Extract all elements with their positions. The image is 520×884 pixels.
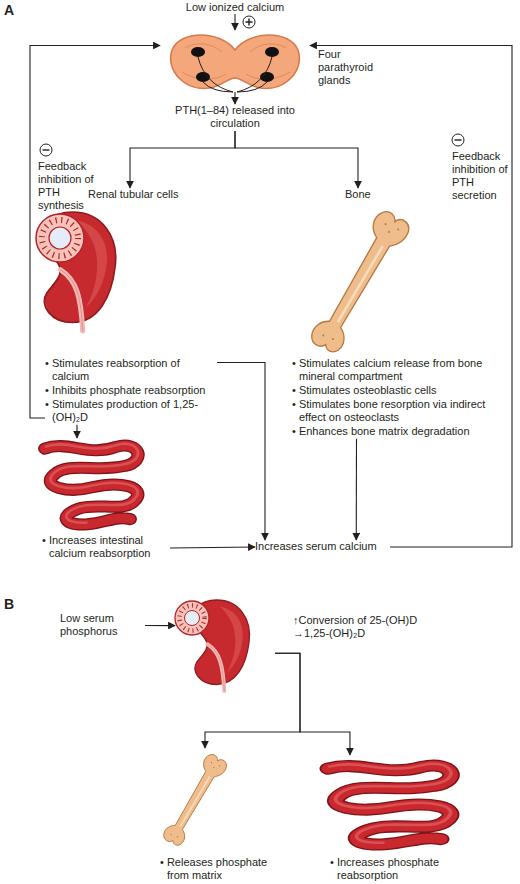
effect-bullet: • Stimulates bone resorption via indirec… bbox=[292, 398, 507, 424]
kidney-node: Renal tubular cells bbox=[20, 188, 210, 348]
flow-arrow bbox=[76, 425, 77, 438]
flow-arrow bbox=[310, 46, 512, 548]
inhibition-symbol bbox=[40, 144, 52, 156]
node-text: PTH(1–84) released into circulation bbox=[165, 104, 305, 130]
plus-sign bbox=[246, 19, 253, 26]
parathyroid-node: Four parathyroid glands bbox=[160, 30, 310, 92]
tubule-cross-section bbox=[175, 601, 209, 635]
bone-illustration bbox=[306, 208, 413, 357]
tubule-cells bbox=[42, 220, 78, 256]
intestine-illustration bbox=[328, 764, 451, 845]
flow-arrow bbox=[235, 131, 358, 188]
flow-arrow bbox=[275, 653, 350, 755]
node-text: Four parathyroid glands bbox=[318, 48, 380, 87]
feedback-label: Feedback inhibition of PTH synthesis bbox=[38, 160, 94, 212]
effect-bullet: • Stimulates calcium release from bone m… bbox=[292, 357, 507, 383]
minus-sign bbox=[43, 149, 50, 150]
bone-node: Bone bbox=[315, 188, 415, 353]
trigger-label: Low serum phosphorus bbox=[60, 612, 145, 639]
bone-node: • Releases phosphate from matrix bbox=[150, 748, 240, 852]
parathyroid-gland bbox=[191, 47, 205, 57]
intestine-node: • Increases intestinal calcium reabsorpt… bbox=[35, 438, 170, 563]
flow-arrow bbox=[205, 653, 300, 748]
tubule-cells bbox=[180, 606, 205, 631]
bone-effects: • Stimulates calcium release from bone m… bbox=[292, 357, 507, 439]
hormone-label: PTH(1–84) released into circulation bbox=[165, 104, 305, 131]
node-text: • Increases phosphate reabsorption bbox=[330, 856, 462, 882]
feedback-label: Feedback inhibition of PTH secretion bbox=[452, 150, 508, 202]
minus-sign bbox=[455, 139, 462, 140]
flow-arrow bbox=[130, 131, 235, 188]
flow-arrow bbox=[234, 14, 235, 30]
intestine-node: • Increases phosphate reabsorption bbox=[315, 755, 465, 851]
intestine-illustration bbox=[45, 444, 138, 525]
flow-arrow bbox=[217, 362, 265, 540]
node-text: Increases serum calcium bbox=[255, 540, 390, 553]
renal-effects: • Stimulates reabsorption of calcium• In… bbox=[45, 357, 217, 425]
flow-arrow bbox=[356, 439, 357, 540]
effect-bullet: • Inhibits phosphate reabsorption bbox=[45, 384, 217, 397]
stimulation-symbol bbox=[243, 16, 255, 28]
parathyroid-gland bbox=[265, 47, 279, 57]
panel-letter: B bbox=[4, 596, 14, 613]
effect-bullet: • Enhances bone matrix degradation bbox=[292, 425, 507, 438]
flow-arrow bbox=[170, 547, 255, 548]
tubule-cross-section bbox=[36, 214, 84, 262]
bone-illustration bbox=[160, 752, 229, 848]
effect-bullet: • Stimulates reabsorption of calcium bbox=[45, 357, 217, 383]
node-text: • Releases phosphate from matrix bbox=[160, 856, 282, 882]
outcome-label: Increases serum calcium bbox=[255, 540, 390, 554]
thyroid-illustration bbox=[171, 35, 300, 88]
node-text: Low serum phosphorus bbox=[60, 612, 145, 638]
flow-arrow bbox=[234, 92, 235, 104]
tubule-lumen bbox=[185, 611, 200, 626]
node-text: • Increases intestinal calcium reabsorpt… bbox=[42, 534, 171, 560]
secretion-lines bbox=[198, 57, 272, 92]
flow-arrow bbox=[145, 625, 175, 626]
node-text: Renal tubular cells bbox=[88, 188, 198, 201]
trigger-label: Low ionized calcium bbox=[170, 1, 300, 14]
node-text: Low ionized calcium bbox=[170, 1, 300, 14]
panel-letter: A bbox=[4, 2, 14, 19]
inhibition-symbol bbox=[452, 134, 464, 146]
effect-bullet: • Stimulates production of 1,25-(OH)₂D bbox=[45, 398, 217, 424]
effect-bullet: • Stimulates osteoblastic cells bbox=[292, 384, 507, 397]
tubule-lumen bbox=[49, 227, 71, 249]
node-text: Bone bbox=[345, 188, 385, 201]
kidney-node: ↑Conversion of 25-(OH)D →1,25-(OH)₂D bbox=[175, 598, 275, 690]
node-text: ↑Conversion of 25-(OH)D →1,25-(OH)₂D bbox=[293, 614, 438, 640]
